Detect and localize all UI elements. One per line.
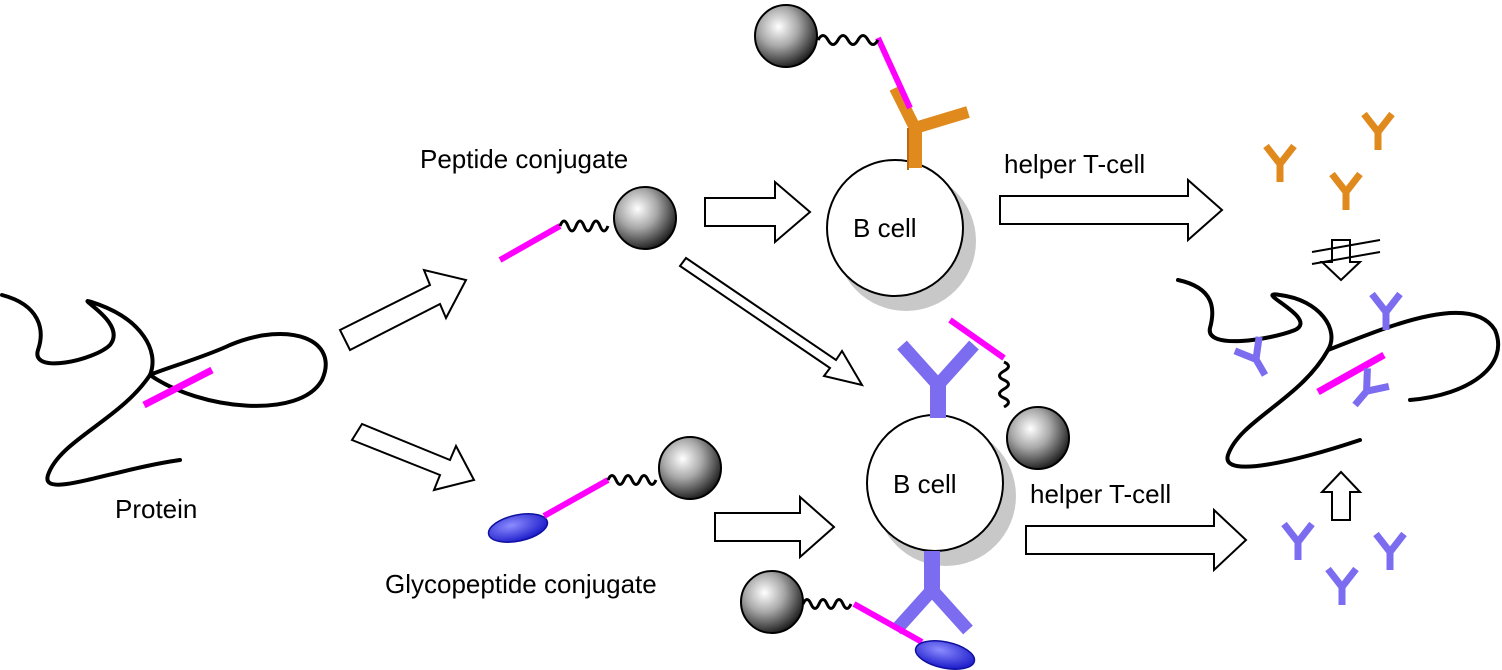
arrow-peptide-to-lower-bcell [678,256,865,387]
purple-antibodies [1281,521,1407,605]
glycan [914,640,976,670]
carrier-bead [754,4,818,68]
peptide-conjugate-label: Peptide conjugate [420,144,628,174]
glycan [487,513,549,543]
helper-tcell-bottom-label: helper T-cell [1030,479,1171,509]
b-cell-top [826,159,976,311]
helper-tcell-top-label: helper T-cell [1004,149,1145,179]
linker [558,219,610,233]
arrow-protein-to-glycopeptide [350,422,476,492]
bound-peptide-conjugate-bottom [948,317,1070,470]
protein-molecule [0,293,328,487]
b-cell-bottom [866,414,1016,566]
glycopeptide-conjugate-label: Glycopeptide conjugate [385,569,657,599]
bound-peptide-conjugate-top [754,4,913,110]
b-cell-top-label: B cell [853,213,917,243]
epitope-segment [142,366,214,409]
bound-purple-antibodies [1233,291,1403,408]
carrier-bead [1006,406,1070,470]
carrier-bead [740,570,804,634]
epitope-segment [1316,351,1386,396]
arrow-helper-tcell-top [999,177,1224,243]
arrow-protein-to-peptide [338,268,468,352]
carrier-bead [613,186,677,250]
b-cell-receptor-purple-bottom [891,551,973,635]
arrow-glycopeptide-to-bcell [714,494,836,560]
arrow-peptide-to-bcell [704,179,812,245]
bound-glycopeptide-conjugate [740,570,976,670]
b-cell-receptor-orange [889,85,970,170]
glycopeptide-conjugate [487,436,722,543]
peptide-conjugate [498,186,677,263]
arrow-helper-tcell-bottom [1025,507,1248,573]
b-cell-receptor-purple-top [897,340,979,418]
blocked-binding-arrow [1311,239,1381,282]
protein-label: Protein [115,494,197,524]
b-cell-bottom-label: B cell [893,469,957,499]
target-protein [1176,278,1501,469]
carrier-bead [658,436,722,500]
orange-antibodies [1263,111,1395,210]
binding-arrow-up [1319,470,1363,521]
